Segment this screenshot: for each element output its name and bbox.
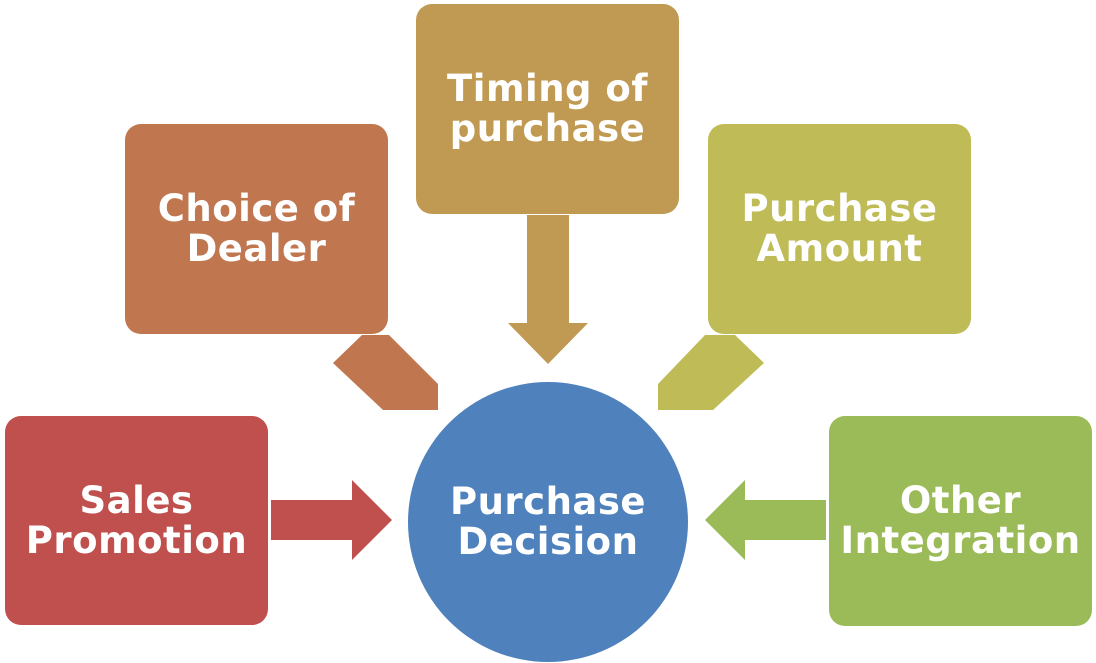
arrow-other-integration <box>705 480 826 560</box>
arrow-sales-promotion <box>271 480 392 560</box>
box-choice-of-dealer <box>125 124 388 334</box>
center-circle <box>408 382 688 662</box>
arrow-timing-of-purchase <box>508 215 588 364</box>
label-choice-of-dealer: Choice of Dealer <box>157 187 356 270</box>
label-sales-promotion: Sales Promotion <box>25 478 248 562</box>
arrow-purchase-amount <box>658 335 764 410</box>
label-other-integration: Other Integration <box>840 479 1081 562</box>
box-purchase-amount <box>708 124 971 334</box>
box-other-integration <box>829 416 1092 626</box>
label-timing-of-purchase: Timing of purchase <box>447 67 648 150</box>
box-timing-of-purchase <box>416 4 679 214</box>
label-purchase-decision: Purchase Decision <box>449 480 647 563</box>
label-purchase-amount: Purchase Amount <box>741 187 938 270</box>
box-sales-promotion <box>5 416 268 625</box>
arrow-choice-of-dealer <box>333 335 438 410</box>
